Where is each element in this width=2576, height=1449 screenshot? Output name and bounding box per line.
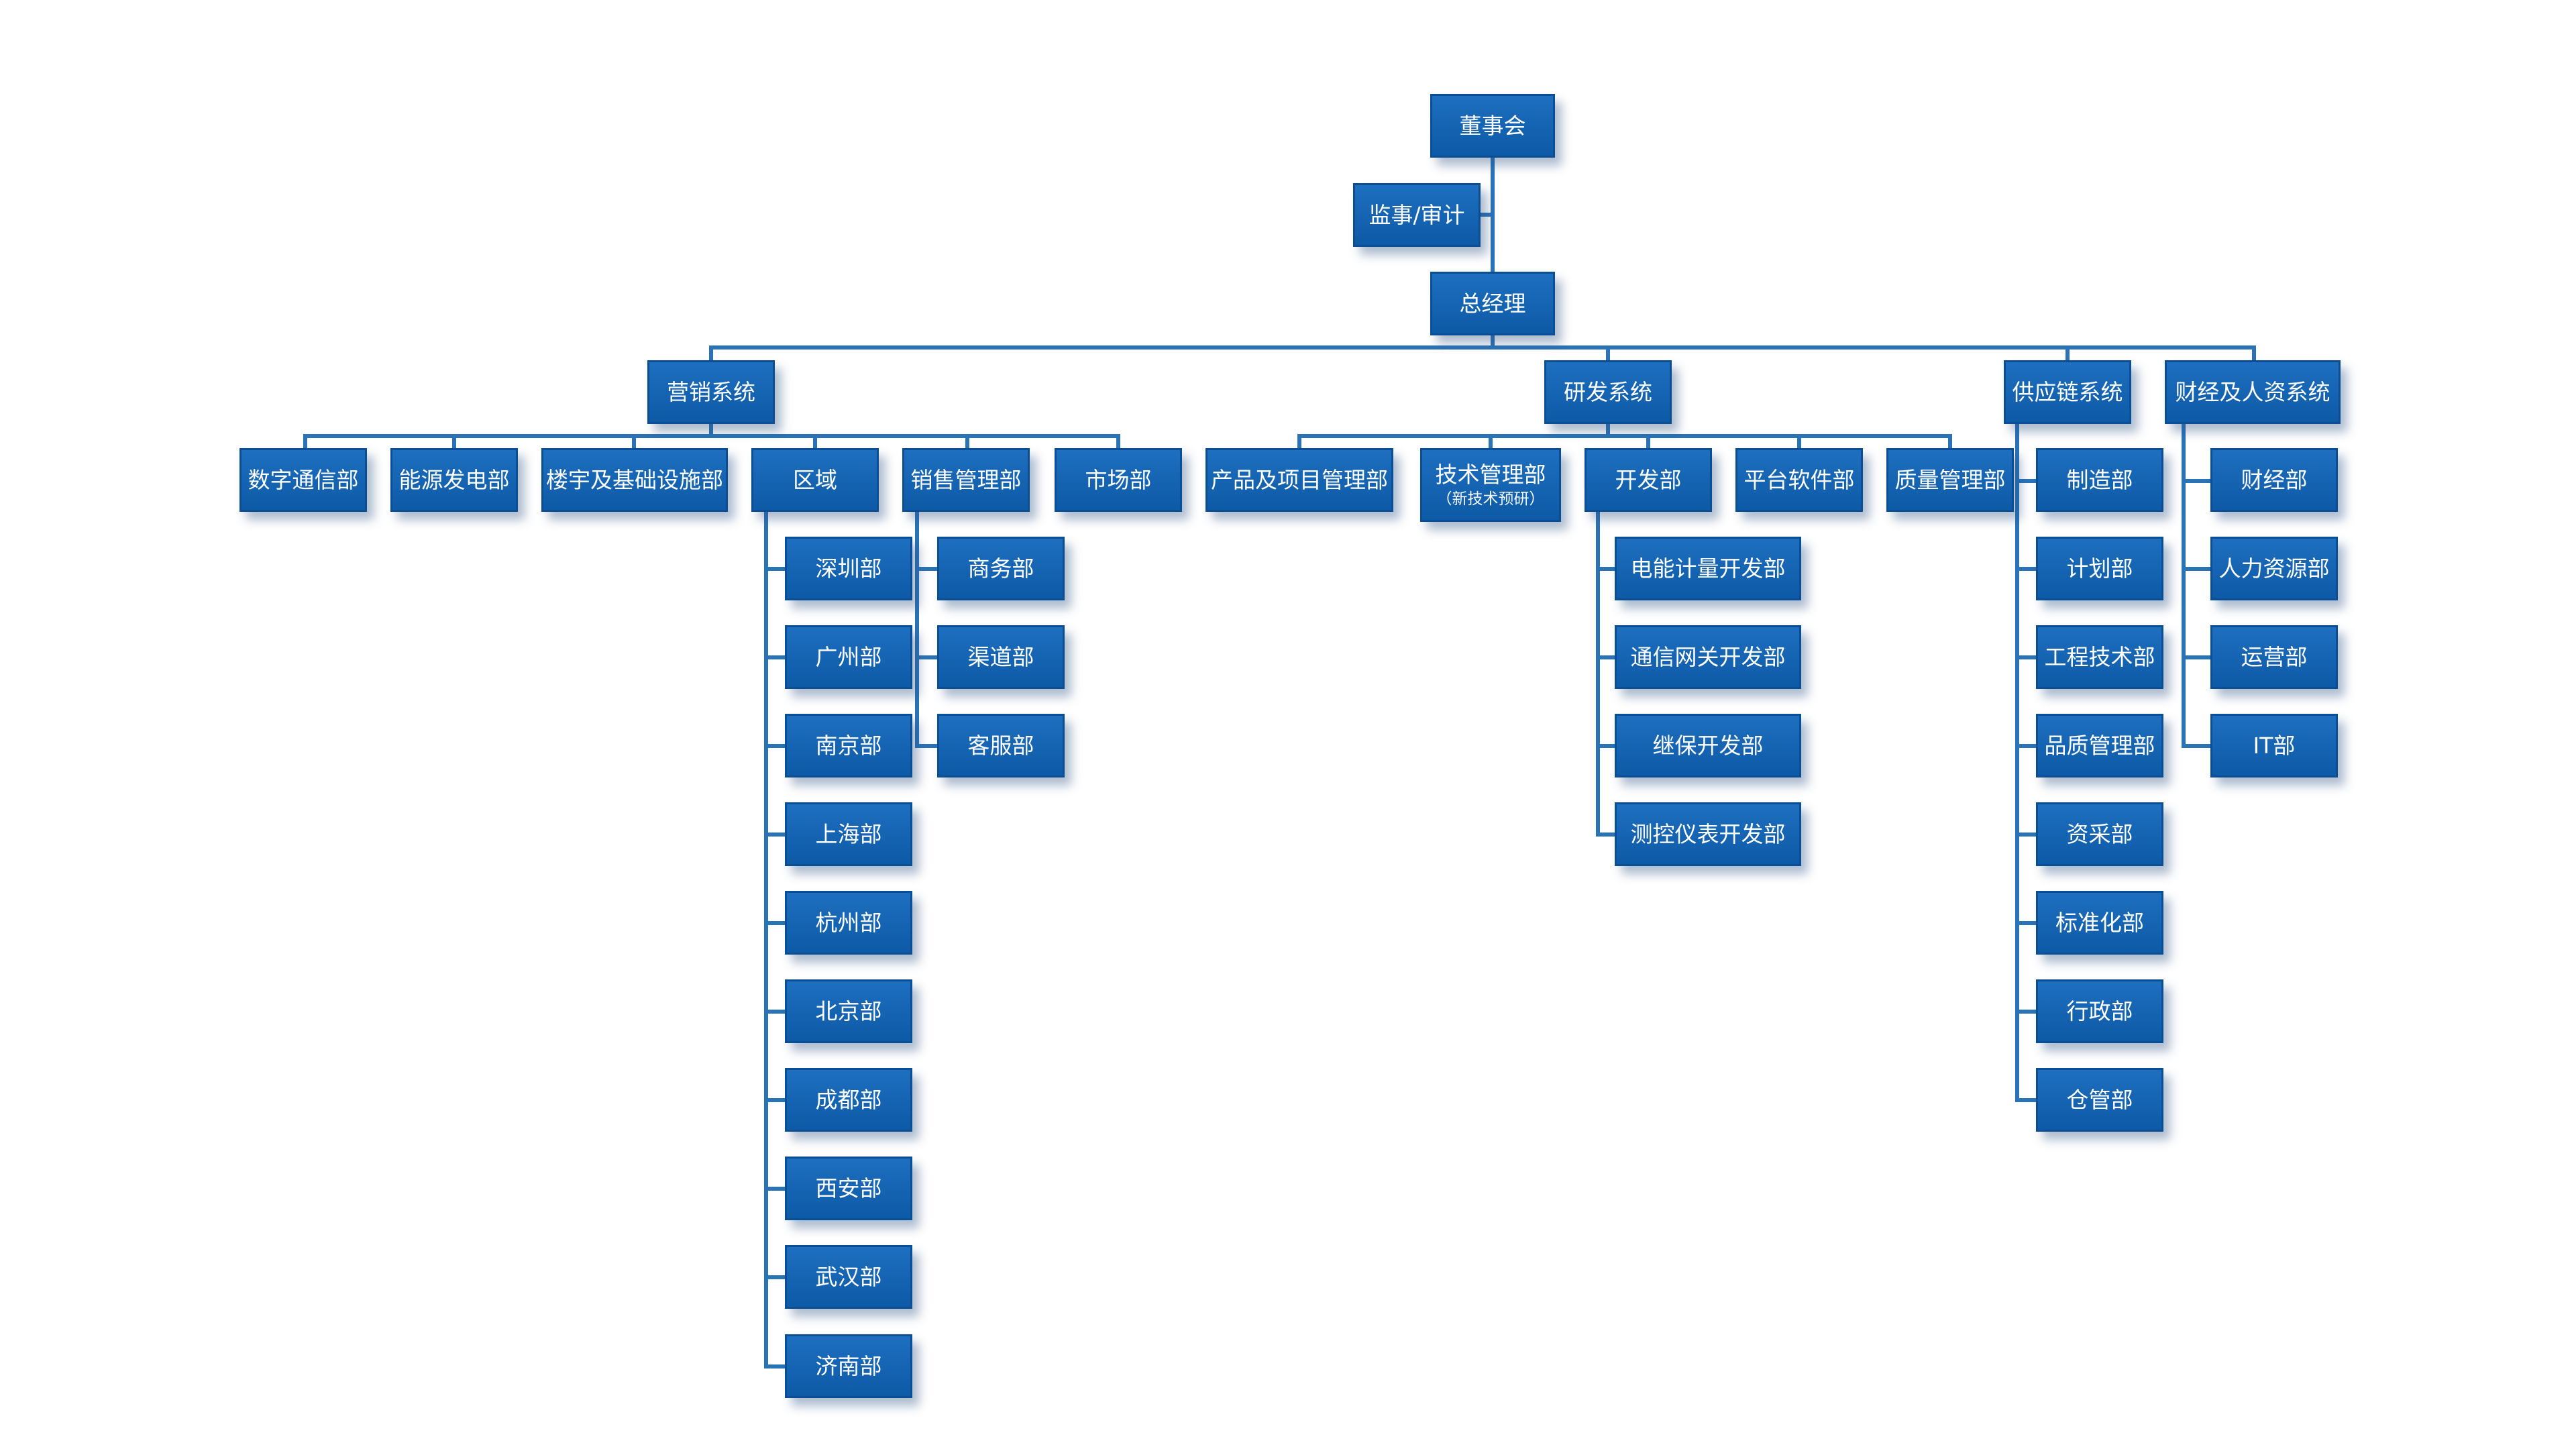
node-label: 渠道部 [967, 643, 1034, 670]
node-region[interactable]: 区域 [751, 448, 879, 512]
node-admin-dept[interactable]: 行政部 [2036, 979, 2163, 1043]
node-warehouse-dept[interactable]: 仓管部 [2036, 1068, 2163, 1132]
node-label: 监事/审计 [1368, 201, 1465, 228]
node-shanghai-office[interactable]: 上海部 [785, 802, 912, 866]
node-label: 西安部 [815, 1175, 882, 1201]
node-standardization-dept[interactable]: 标准化部 [2036, 891, 2163, 955]
node-label: 武汉部 [815, 1263, 882, 1290]
node-label: 标准化部 [2055, 909, 2144, 936]
node-supply-chain-system[interactable]: 供应链系统 [2004, 360, 2131, 424]
node-label: 品质管理部 [2044, 732, 2155, 759]
node-label: 工程技术部 [2044, 643, 2155, 670]
node-label: 南京部 [815, 732, 882, 759]
node-label: 研发系统 [1564, 378, 1652, 405]
node-quality-mgmt-dept[interactable]: 质量管理部 [1886, 448, 2014, 512]
node-customer-service-dept[interactable]: 客服部 [937, 714, 1065, 777]
node-market-dept[interactable]: 市场部 [1055, 448, 1182, 512]
node-chengdu-office[interactable]: 成都部 [785, 1068, 912, 1132]
node-energy-power-dept[interactable]: 能源发电部 [390, 448, 518, 512]
node-sublabel: （新技术预研） [1436, 490, 1545, 508]
node-label: 平台软件部 [1743, 466, 1855, 493]
node-label: 市场部 [1085, 466, 1152, 493]
node-product-project-dept[interactable]: 产品及项目管理部 [1205, 448, 1393, 512]
node-general-manager[interactable]: 总经理 [1430, 272, 1555, 335]
node-planning-dept[interactable]: 计划部 [2036, 537, 2163, 600]
node-guangzhou-office[interactable]: 广州部 [785, 625, 912, 689]
node-label: IT部 [2253, 732, 2296, 759]
node-label: 上海部 [815, 820, 882, 847]
node-wuhan-office[interactable]: 武汉部 [785, 1245, 912, 1309]
node-jinan-office[interactable]: 济南部 [785, 1334, 912, 1398]
node-instrument-dev-dept[interactable]: 测控仪表开发部 [1615, 802, 1801, 866]
node-business-dept[interactable]: 商务部 [937, 537, 1065, 600]
node-relay-dev-dept[interactable]: 继保开发部 [1615, 714, 1801, 777]
node-label: 技术管理部 [1435, 461, 1546, 488]
node-label: 电能计量开发部 [1630, 555, 1786, 582]
node-label: 杭州部 [815, 909, 882, 936]
node-shenzhen-office[interactable]: 深圳部 [785, 537, 912, 600]
node-label: 财经及人资系统 [2175, 378, 2330, 405]
node-board[interactable]: 董事会 [1430, 94, 1555, 158]
node-tech-mgmt-dept[interactable]: 技术管理部 （新技术预研） [1420, 448, 1561, 522]
node-hangzhou-office[interactable]: 杭州部 [785, 891, 912, 955]
node-label: 制造部 [2066, 466, 2133, 493]
node-it-dept[interactable]: IT部 [2210, 714, 2338, 777]
node-label: 董事会 [1459, 112, 1526, 139]
node-meter-dev-dept[interactable]: 电能计量开发部 [1615, 537, 1801, 600]
node-label: 通信网关开发部 [1630, 643, 1786, 670]
node-beijing-office[interactable]: 北京部 [785, 979, 912, 1043]
node-platform-sw-dept[interactable]: 平台软件部 [1735, 448, 1863, 512]
node-audit[interactable]: 监事/审计 [1353, 183, 1481, 247]
node-label: 广州部 [815, 643, 882, 670]
node-label: 测控仪表开发部 [1630, 820, 1786, 847]
node-operations-dept[interactable]: 运营部 [2210, 625, 2338, 689]
node-label: 产品及项目管理部 [1211, 466, 1388, 493]
node-label: 数字通信部 [248, 466, 359, 493]
node-procurement-dept[interactable]: 资采部 [2036, 802, 2163, 866]
node-label: 供应链系统 [2012, 378, 2123, 405]
node-label: 商务部 [967, 555, 1034, 582]
node-label: 总经理 [1459, 290, 1526, 317]
node-hr-dept[interactable]: 人力资源部 [2210, 537, 2338, 600]
node-label: 区域 [793, 466, 837, 493]
node-digital-comm-dept[interactable]: 数字通信部 [239, 448, 367, 512]
node-channel-dept[interactable]: 渠道部 [937, 625, 1065, 689]
node-label: 人力资源部 [2218, 555, 2330, 582]
node-marketing-system[interactable]: 营销系统 [647, 360, 775, 424]
node-label: 能源发电部 [398, 466, 510, 493]
node-nanjing-office[interactable]: 南京部 [785, 714, 912, 777]
node-label: 楼宇及基础设施部 [546, 466, 723, 493]
node-engineering-dept[interactable]: 工程技术部 [2036, 625, 2163, 689]
node-finance-hr-system[interactable]: 财经及人资系统 [2165, 360, 2341, 424]
node-label: 财经部 [2241, 466, 2308, 493]
node-xian-office[interactable]: 西安部 [785, 1157, 912, 1220]
node-label: 营销系统 [667, 378, 755, 405]
node-label: 资采部 [2066, 820, 2133, 847]
node-label: 客服部 [967, 732, 1034, 759]
node-label: 运营部 [2241, 643, 2308, 670]
node-rnd-system[interactable]: 研发系统 [1544, 360, 1672, 424]
node-quality-control-dept[interactable]: 品质管理部 [2036, 714, 2163, 777]
node-label: 济南部 [815, 1352, 882, 1379]
node-sales-mgmt-dept[interactable]: 销售管理部 [902, 448, 1030, 512]
node-label: 开发部 [1615, 466, 1682, 493]
node-finance-dept[interactable]: 财经部 [2210, 448, 2338, 512]
node-label: 质量管理部 [1894, 466, 2006, 493]
node-label: 计划部 [2066, 555, 2133, 582]
node-dev-dept[interactable]: 开发部 [1585, 448, 1712, 512]
node-label: 仓管部 [2066, 1086, 2133, 1113]
node-label: 成都部 [815, 1086, 882, 1113]
node-label: 行政部 [2066, 998, 2133, 1024]
node-label: 销售管理部 [910, 466, 1022, 493]
node-manufacturing-dept[interactable]: 制造部 [2036, 448, 2163, 512]
node-building-infra-dept[interactable]: 楼宇及基础设施部 [541, 448, 728, 512]
node-label: 继保开发部 [1652, 732, 1764, 759]
node-label: 北京部 [815, 998, 882, 1024]
node-label: 深圳部 [815, 555, 882, 582]
node-gateway-dev-dept[interactable]: 通信网关开发部 [1615, 625, 1801, 689]
